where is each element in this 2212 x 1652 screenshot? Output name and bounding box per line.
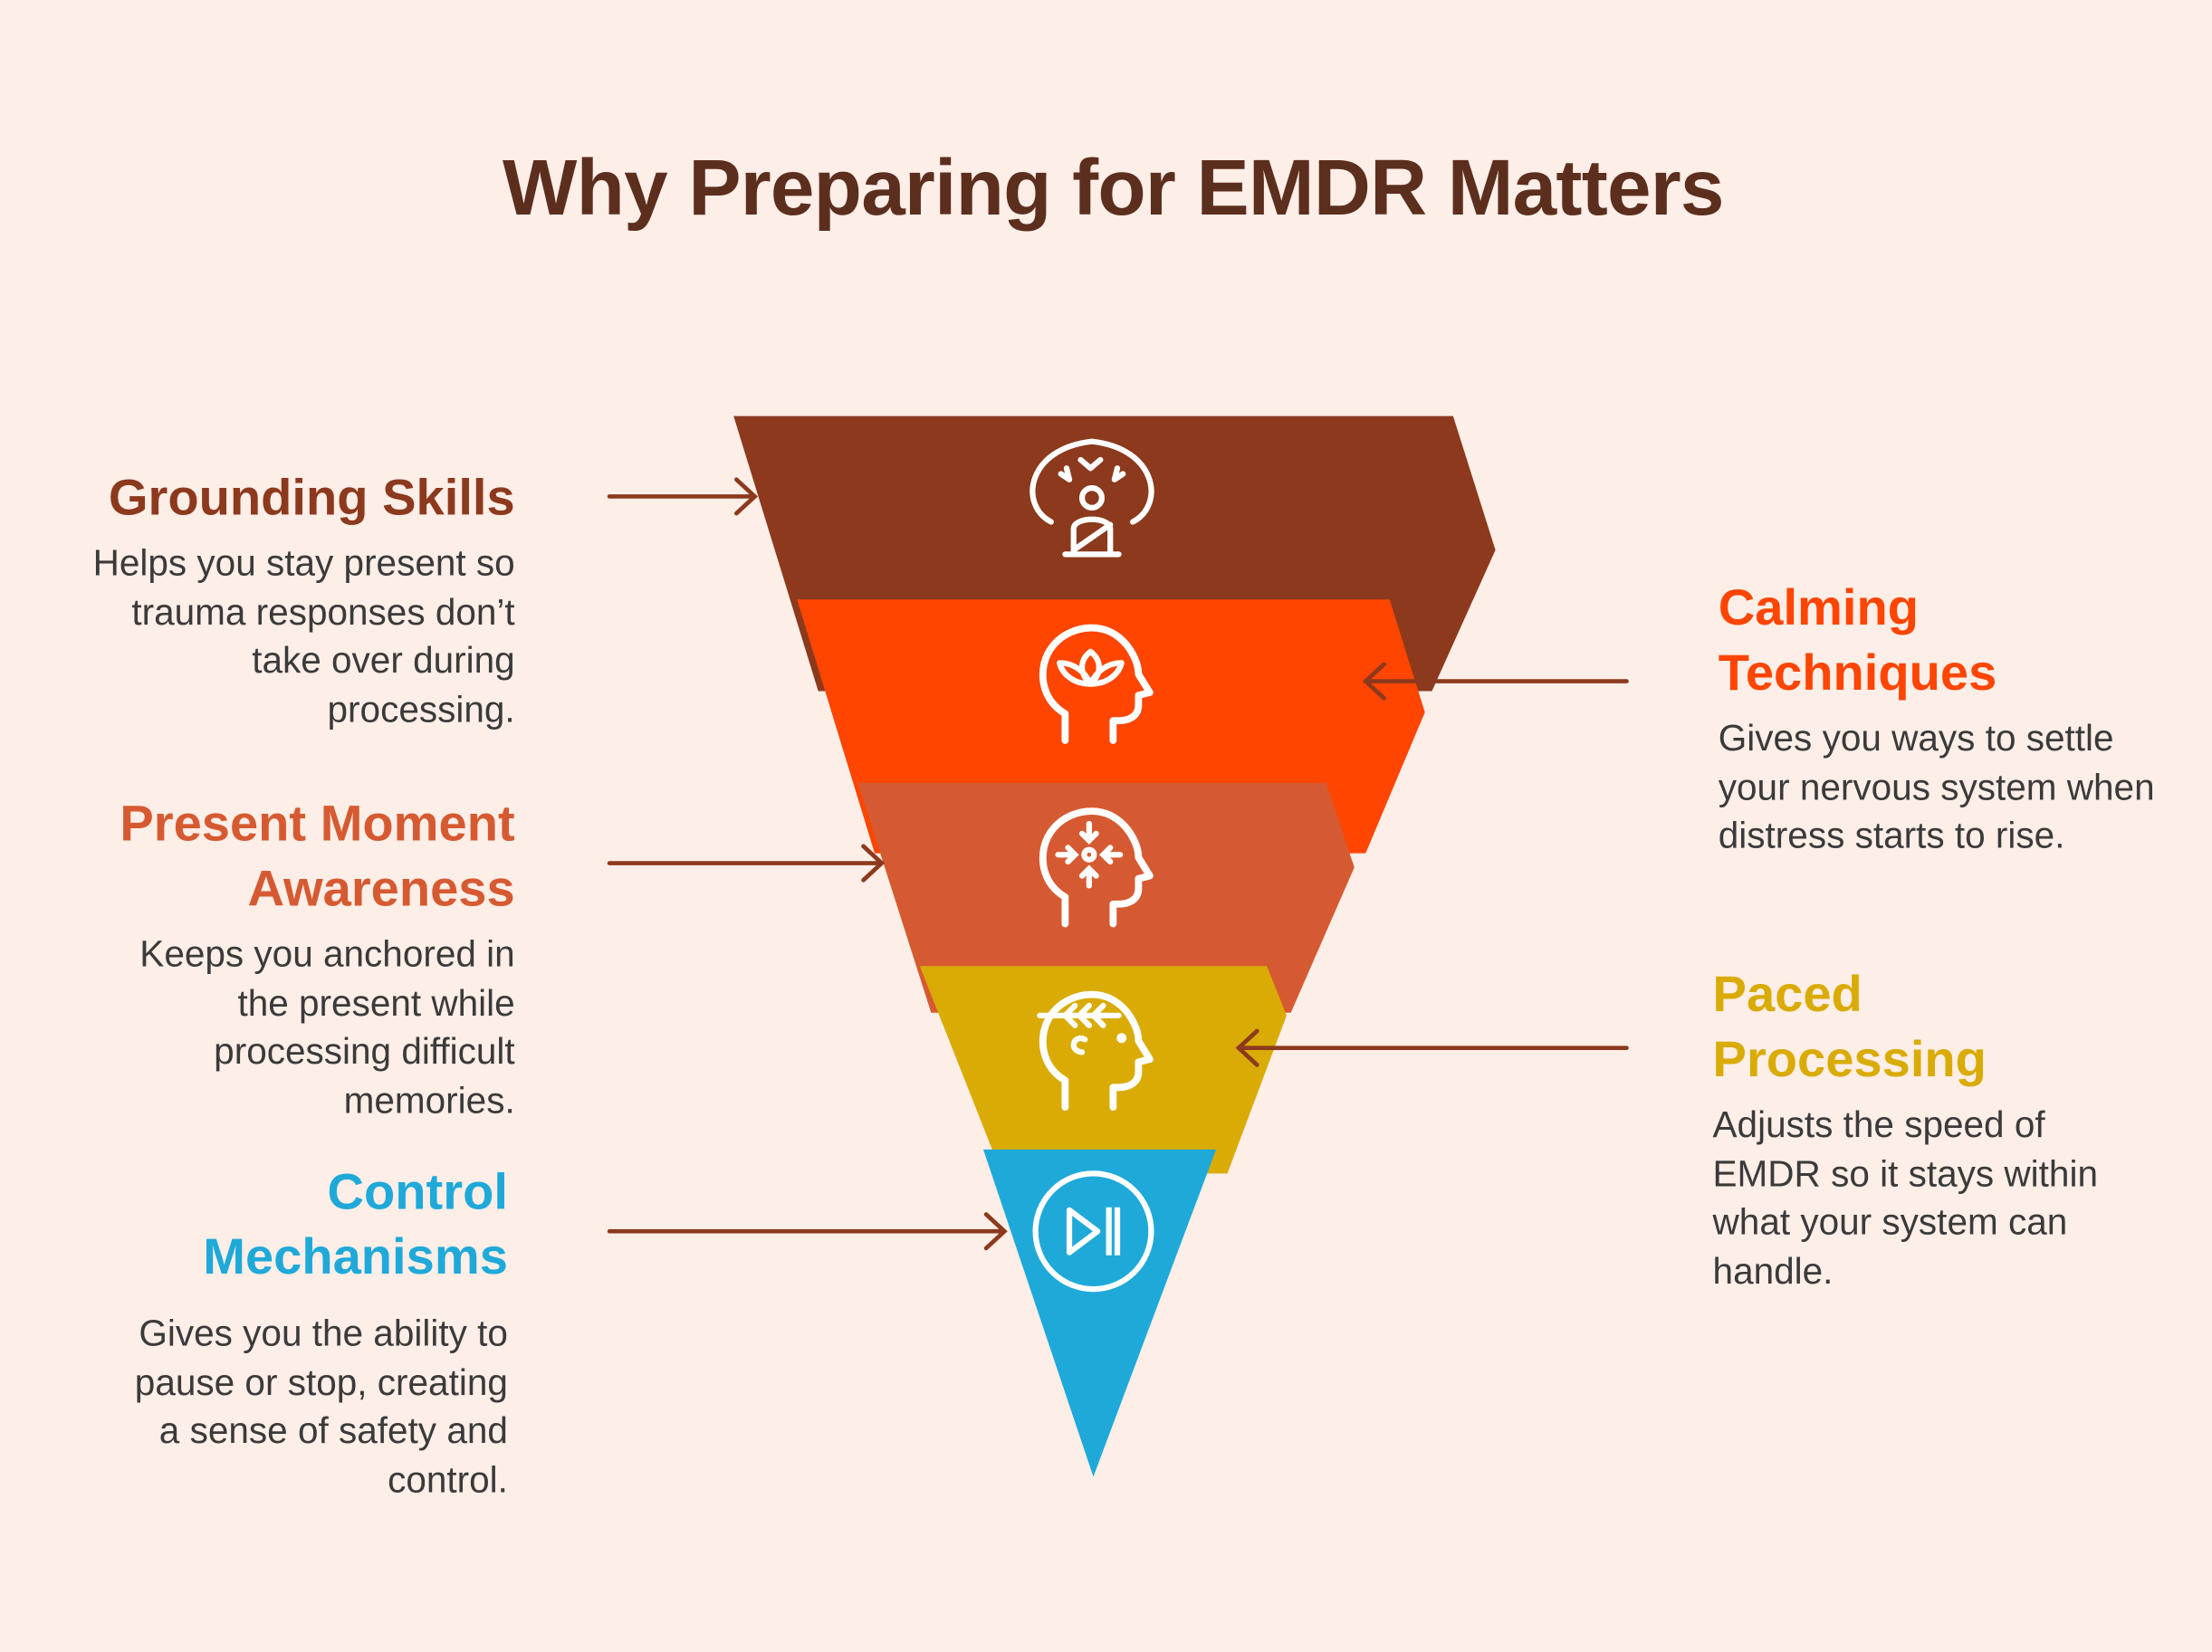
arrow-paced xyxy=(1235,1028,1629,1067)
arrow-present xyxy=(607,844,886,883)
item-heading: Calming Techniques xyxy=(1718,578,1997,702)
head-focus-arrows-icon xyxy=(1043,811,1150,923)
play-pause-icon xyxy=(1032,1170,1154,1293)
item-heading: Control Mechanisms xyxy=(203,1161,508,1285)
item-description: Keeps you anchored in the present while … xyxy=(139,931,515,1122)
head-arrow-icon xyxy=(1037,995,1150,1107)
arrow-control xyxy=(607,1212,1008,1251)
arrow-grounding xyxy=(607,477,759,516)
item-heading: Present Moment Awareness xyxy=(120,794,515,917)
item-description: Adjusts the speed of EMDR so it stays wi… xyxy=(1712,1103,2099,1292)
item-control: Control Mechanisms Gives you the ability… xyxy=(43,1160,508,1504)
item-grounding: Grounding Skills Helps you stay present … xyxy=(50,465,515,734)
item-present: Present Moment Awareness Keeps you ancho… xyxy=(50,791,515,1124)
item-calming: Calming Techniques Gives you ways to set… xyxy=(1719,576,2170,860)
item-paced: Paced Processing Adjusts the speed of EM… xyxy=(1713,962,2150,1295)
page-title: Why Preparing for EMDR Matters xyxy=(503,142,1724,232)
funnel-layer-present xyxy=(857,782,1355,1013)
arrow-calming xyxy=(1362,662,1629,701)
item-description: Helps you stay present so trauma respons… xyxy=(92,541,515,731)
funnel-layer-paced xyxy=(919,966,1287,1174)
item-description: Gives you the ability to pause or stop, … xyxy=(134,1312,508,1501)
meditation-person-icon xyxy=(1029,438,1154,558)
head-lotus-icon xyxy=(1043,628,1150,740)
funnel-layer-control xyxy=(982,1149,1217,1477)
item-heading: Paced Processing xyxy=(1712,964,1987,1088)
item-heading: Grounding Skills xyxy=(108,468,515,527)
item-description: Gives you ways to settle your nervous sy… xyxy=(1718,716,2155,857)
